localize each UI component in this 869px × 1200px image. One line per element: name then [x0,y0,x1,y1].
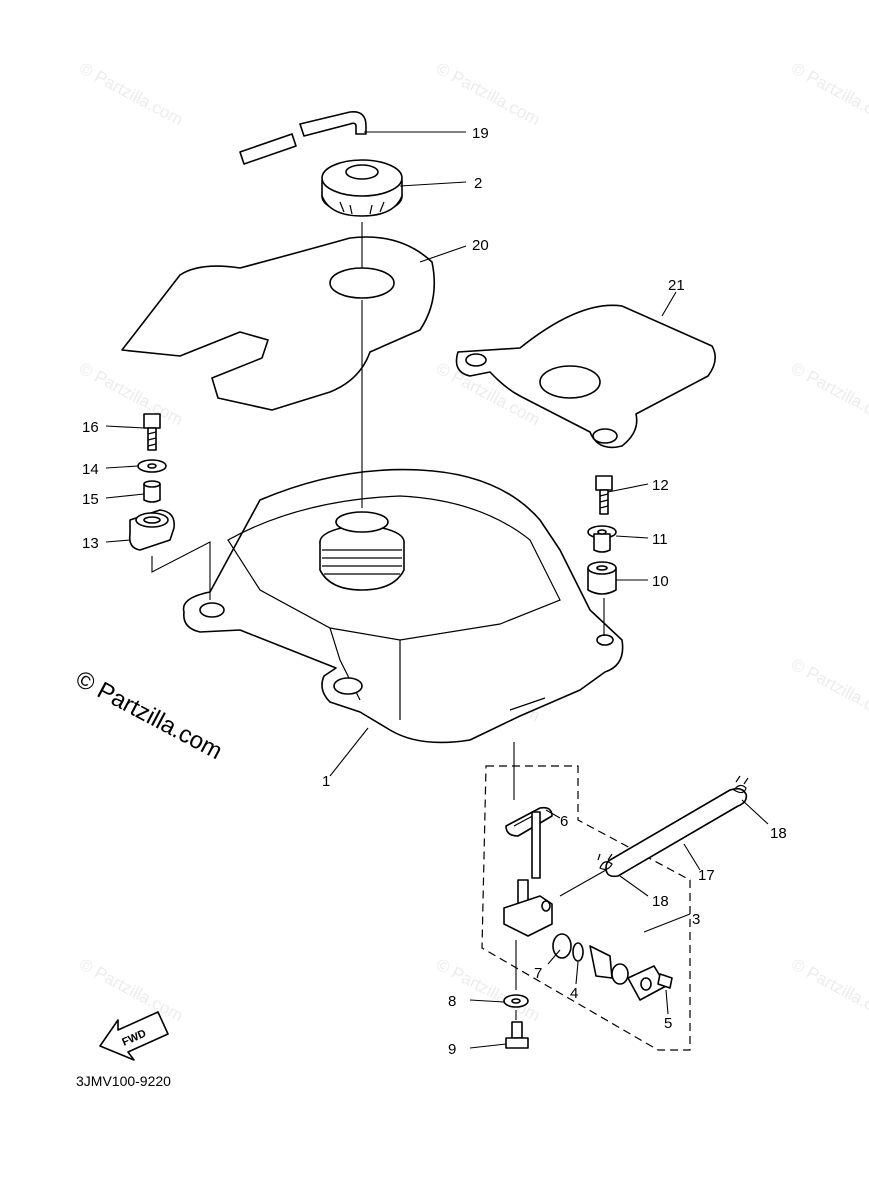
callout-20: 20 [472,237,489,254]
callout-labels: 1 2 3 4 5 6 7 8 9 10 11 12 13 14 15 16 1… [82,125,787,1058]
part-15-collar[interactable] [143,480,161,503]
part-8-washer[interactable] [503,994,529,1008]
part-12-bolt[interactable] [595,475,613,515]
part-14-washer[interactable] [137,459,167,473]
watermark: © Partzilla.com [788,655,869,726]
callout-14: 14 [82,461,99,478]
fuel-cock-assembly-outline [481,765,691,1051]
part-5-screw[interactable] [657,973,673,989]
brand-watermark: © Partzilla.com [71,665,226,765]
callout-9: 9 [448,1041,456,1058]
callout-3: 3 [692,911,700,928]
watermark: © Partzilla.com [76,955,186,1026]
callout-4: 4 [570,985,578,1002]
callout-19: 19 [472,125,489,142]
part-1-fuel-tank[interactable] [182,468,624,744]
callout-16: 16 [82,419,99,436]
part-19-breather-hose[interactable] [239,110,367,165]
part-20-tank-cover[interactable] [121,236,436,411]
watermark: © Partzilla.com [788,359,869,430]
callout-2: 2 [474,175,482,192]
callout-18: 18 [770,825,787,842]
callout-5: 5 [664,1015,672,1032]
part-18-clip[interactable] [597,853,613,870]
diagram-code: 3JMV100-9220 [76,1073,171,1089]
callout-15: 15 [82,491,99,508]
part-9-drain-bolt[interactable] [505,1021,529,1049]
part-16-bolt[interactable] [143,413,161,451]
part-4-o-ring[interactable] [572,942,584,962]
callout-6: 6 [560,813,568,830]
callout-1: 1 [322,773,330,790]
part-6-gasket[interactable] [505,806,553,837]
callout-13: 13 [82,535,99,552]
fuel-cock-lever[interactable] [589,945,667,1001]
part-17-fuel-hose[interactable] [605,787,748,878]
part-3-fuel-cock[interactable] [503,811,553,937]
part-21-gasket[interactable] [455,304,716,449]
callout-7: 7 [534,965,542,982]
callout-18: 18 [652,893,669,910]
part-7-filter[interactable] [552,933,572,959]
fwd-arrow-icon: FWD [99,1011,169,1061]
alignment-lines [151,222,607,1020]
part-10-damper[interactable] [587,561,617,595]
callout-12: 12 [652,477,669,494]
part-18-clip[interactable] [733,775,749,794]
watermark: © Partzilla.com [76,59,186,130]
watermark: © Partzilla.com [433,955,543,1026]
watermark: © Partzilla.com [788,955,869,1026]
watermark: © Partzilla.com [433,59,543,130]
callout-10: 10 [652,573,669,590]
part-2-fuel-cap[interactable] [321,159,403,217]
callout-21: 21 [668,277,685,294]
part-11-collar[interactable] [587,525,617,553]
part-13-damper[interactable] [128,509,176,551]
callout-11: 11 [652,531,668,548]
callout-8: 8 [448,993,456,1010]
watermark: © Partzilla.com [788,59,869,130]
callout-leaders [105,131,769,1049]
callout-17: 17 [698,867,715,884]
